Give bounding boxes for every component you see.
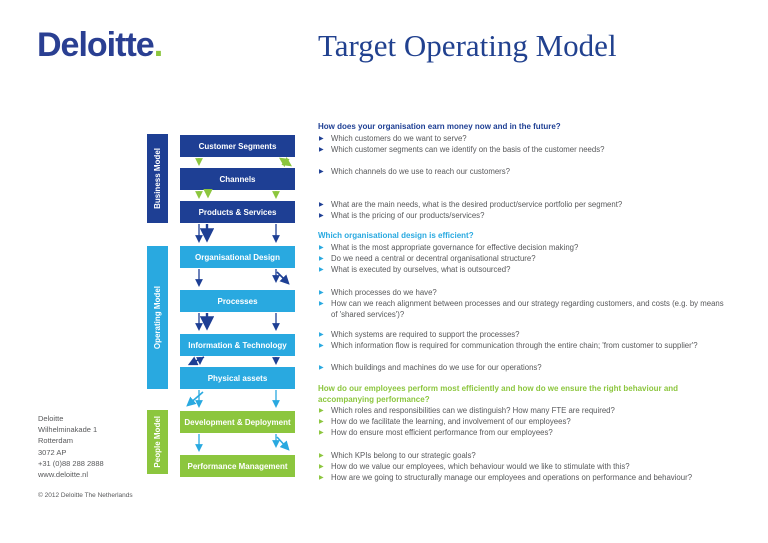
section-heading-operating: Which organisational design is efficient… bbox=[318, 231, 474, 240]
bullet-arrow-icon: ▶ bbox=[319, 135, 324, 142]
question-item: ▶ How are we going to structurally manage… bbox=[318, 472, 730, 483]
bullet-arrow-icon: ▶ bbox=[319, 266, 324, 273]
question-text: Which customer segments can we identify … bbox=[331, 145, 605, 154]
question-text: What is the pricing of our products/serv… bbox=[331, 211, 485, 220]
question-item: ▶ Which buildings and machines do we use … bbox=[318, 362, 730, 373]
question-item: ▶ Which customers do we want to serve? bbox=[318, 133, 730, 144]
address-line-company: Deloitte bbox=[38, 414, 64, 423]
question-text: How do ensure most efficient performance… bbox=[331, 428, 553, 437]
question-text: How do we facilitate the learning, and i… bbox=[331, 417, 571, 426]
question-text: Which KPIs belong to our strategic goals… bbox=[331, 451, 476, 460]
address-line-phone: +31 (0)88 288 2888 bbox=[38, 458, 104, 468]
bullet-arrow-icon: ▶ bbox=[319, 364, 324, 371]
question-text: Which processes do we have? bbox=[331, 288, 437, 297]
bullet-arrow-icon: ▶ bbox=[319, 300, 324, 307]
address-line-website: www.deloitte.nl bbox=[38, 470, 89, 480]
question-text: Which customers do we want to serve? bbox=[331, 134, 467, 143]
question-item: ▶ What is the pricing of our products/ser… bbox=[318, 210, 730, 221]
question-item: ▶ Do we need a central or decentral organ… bbox=[318, 253, 730, 264]
bullet-arrow-icon: ▶ bbox=[319, 452, 324, 459]
question-text: How are we going to structurally manage … bbox=[331, 473, 693, 482]
question-text: Which buildings and machines do we use f… bbox=[331, 363, 542, 372]
bullet-arrow-icon: ▶ bbox=[319, 289, 324, 296]
bullet-arrow-icon: ▶ bbox=[319, 201, 324, 208]
question-text: Which information flow is required for c… bbox=[331, 341, 698, 350]
bullet-arrow-icon: ▶ bbox=[319, 429, 324, 436]
bullet-arrow-icon: ▶ bbox=[319, 212, 324, 219]
address-line-street: Wilhelminakade 1 bbox=[38, 425, 98, 435]
question-item: ▶ What is executed by ourselves, what is … bbox=[318, 264, 730, 275]
box-products-services: Products & Services bbox=[180, 201, 295, 223]
question-item: ▶ Which channels do we use to reach our c… bbox=[318, 166, 730, 177]
bullet-arrow-icon: ▶ bbox=[319, 463, 324, 470]
box-development-deployment: Development & Deployment bbox=[180, 411, 295, 433]
question-item: ▶ Which systems are required to support t… bbox=[318, 329, 730, 340]
box-channels: Channels bbox=[180, 168, 295, 190]
bullet-arrow-icon: ▶ bbox=[319, 255, 324, 262]
bullet-arrow-icon: ▶ bbox=[319, 407, 324, 414]
logo-text: Deloitte bbox=[37, 26, 155, 64]
box-physical-assets: Physical assets bbox=[180, 367, 295, 389]
question-item: ▶ Which KPIs belong to our strategic goal… bbox=[318, 450, 730, 461]
question-text: What is the most appropriate governance … bbox=[331, 243, 579, 252]
question-text: How do we value our employees, which beh… bbox=[331, 462, 630, 471]
deloitte-logo: Deloitte. bbox=[37, 26, 164, 65]
section-heading-people: How do our employees perform most effici… bbox=[318, 384, 679, 404]
question-item: ▶ What is the most appropriate governance… bbox=[318, 242, 730, 253]
page-title: Target Operating Model bbox=[318, 28, 617, 63]
copyright-notice: © 2012 Deloitte The Netherlands bbox=[38, 492, 133, 499]
sidebar-label: People Model bbox=[153, 416, 162, 468]
question-text: Which roles and responsibilities can we … bbox=[331, 406, 615, 415]
question-text: Which systems are required to support th… bbox=[331, 330, 520, 339]
box-customer-segments: Customer Segments bbox=[180, 135, 295, 157]
bullet-arrow-icon: ▶ bbox=[319, 331, 324, 338]
question-item: ▶ Which roles and responsibilities can we… bbox=[318, 405, 730, 416]
bullet-arrow-icon: ▶ bbox=[319, 146, 324, 153]
question-text: What are the main needs, what is the des… bbox=[331, 200, 623, 209]
section-heading-business: How does your organisation earn money no… bbox=[318, 122, 561, 131]
question-item: ▶ How do we facilitate the learning, and … bbox=[318, 416, 730, 427]
question-item: ▶ How do ensure most efficient performanc… bbox=[318, 427, 730, 438]
footer-address: Deloitte Wilhelminakade 1 Rotterdam 3072… bbox=[38, 413, 104, 480]
question-text: Which channels do we use to reach our cu… bbox=[331, 167, 510, 176]
question-item: ▶ How do we value our employees, which be… bbox=[318, 461, 730, 472]
sidebar-label: Business Model bbox=[153, 148, 162, 209]
sidebar-business-model: Business Model bbox=[147, 134, 168, 223]
question-text: Do we need a central or decentral organi… bbox=[331, 254, 536, 263]
sidebar-people-model: People Model bbox=[147, 410, 168, 474]
question-item: ▶ What are the main needs, what is the de… bbox=[318, 199, 730, 210]
bullet-arrow-icon: ▶ bbox=[319, 418, 324, 425]
logo-green-dot-icon: . bbox=[153, 26, 164, 64]
box-information-technology: Information & Technology bbox=[180, 334, 295, 356]
bullet-arrow-icon: ▶ bbox=[319, 168, 324, 175]
bullet-arrow-icon: ▶ bbox=[319, 244, 324, 251]
sidebar-operating-model: Operating Model bbox=[147, 246, 168, 389]
question-item: ▶ Which processes do we have? bbox=[318, 287, 730, 298]
question-item: ▶ Which information flow is required for … bbox=[318, 340, 730, 351]
bullet-arrow-icon: ▶ bbox=[319, 474, 324, 481]
box-performance-management: Performance Management bbox=[180, 455, 295, 477]
box-processes: Processes bbox=[180, 290, 295, 312]
question-text: What is executed by ourselves, what is o… bbox=[331, 265, 511, 274]
bullet-arrow-icon: ▶ bbox=[319, 342, 324, 349]
question-item: ▶ How can we reach alignment between proc… bbox=[318, 298, 730, 320]
question-item: ▶ Which customer segments can we identify… bbox=[318, 144, 730, 155]
box-organisational-design: Organisational Design bbox=[180, 246, 295, 268]
address-line-postcode: 3072 AP bbox=[38, 447, 67, 457]
address-line-city: Rotterdam bbox=[38, 436, 74, 446]
question-text: How can we reach alignment between proce… bbox=[331, 299, 724, 319]
sidebar-label: Operating Model bbox=[153, 285, 162, 350]
